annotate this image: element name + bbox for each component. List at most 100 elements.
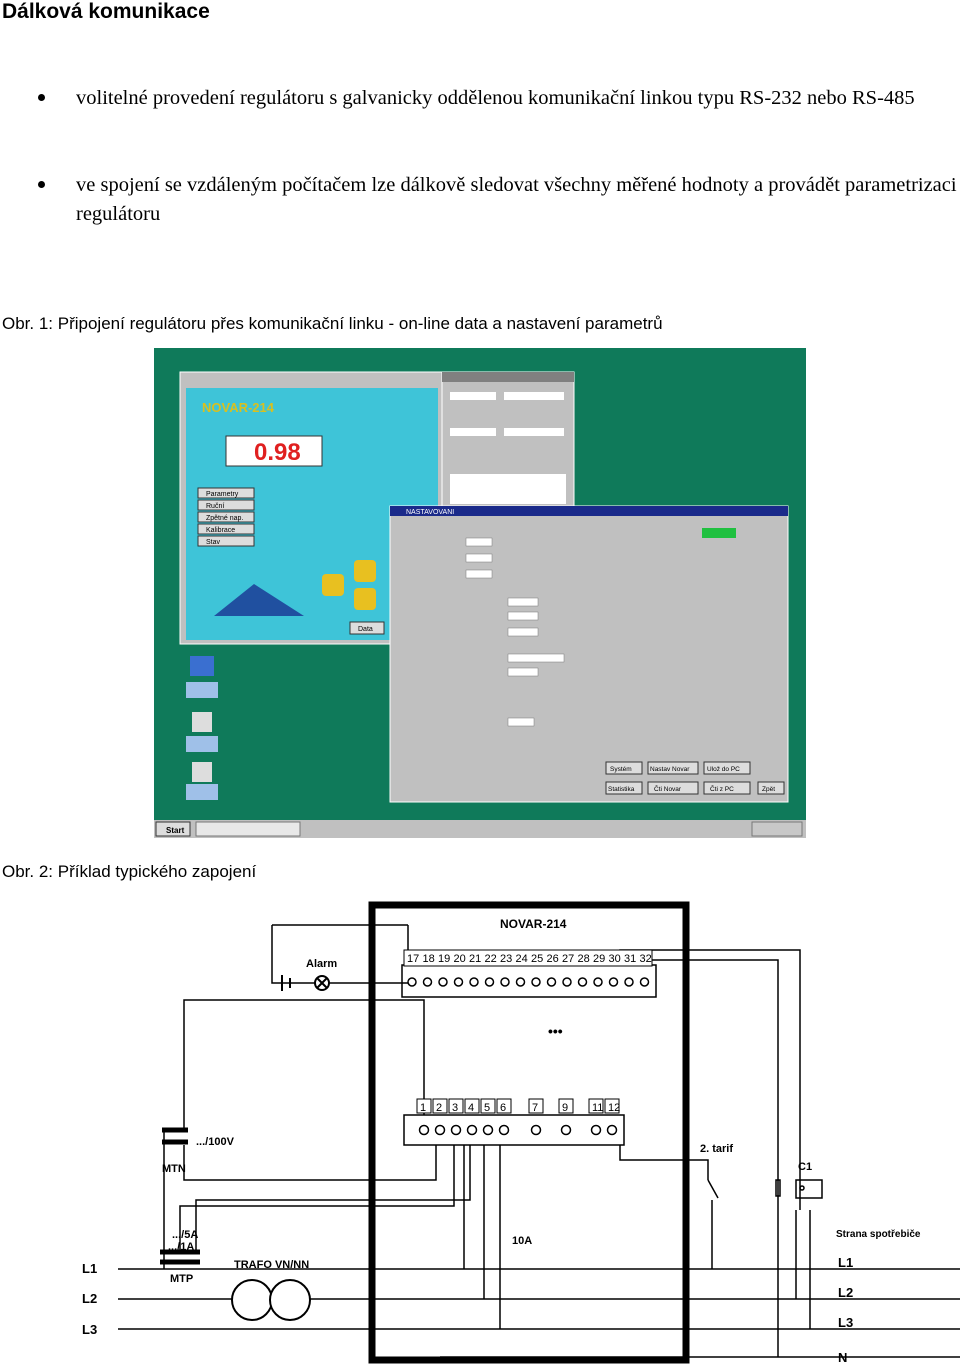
terminal-screw [608, 977, 619, 987]
phase-right-l1: L1 [838, 1255, 853, 1270]
terminal-box [432, 1098, 448, 1114]
settings-button[interactable]: Systém [610, 766, 632, 773]
panel-button[interactable]: Stav [206, 539, 221, 546]
terminal-number: 1 [420, 1102, 426, 1114]
terminal-screw [498, 1124, 510, 1136]
mtn-ratio: .../100V [196, 1136, 235, 1148]
terminal-box [448, 1098, 464, 1114]
settings-button[interactable]: Nastav Novar [650, 766, 690, 773]
panel-brand: NOVAR-214 [202, 400, 275, 415]
terminal-number: 9 [562, 1102, 568, 1114]
terminal-screw [434, 1124, 446, 1136]
software-screenshot: NOVAR-214 0.98 Parametry Ruční Zpětné na… [154, 348, 806, 838]
panel-button[interactable]: Kalibrace [206, 527, 235, 534]
settings-button[interactable]: Ulož do PC [707, 766, 740, 773]
terminal-number: 18 [423, 953, 435, 965]
data-button[interactable]: Data [358, 626, 373, 633]
panel-button[interactable]: Ruční [206, 503, 224, 510]
terminal-box [480, 1098, 496, 1114]
terminal-screw [438, 977, 448, 987]
terminal-screw [500, 977, 510, 987]
settings-window[interactable]: NASTAVOVANI Systém Nastav Novar Ulož do … [389, 505, 789, 803]
settings-button[interactable]: Statistika [608, 786, 635, 793]
bullet-text: volitelné provedení regulátoru s galvani… [76, 87, 915, 109]
terminal-screw [624, 977, 634, 987]
figure-caption-2: Obr. 2: Příklad typického zapojení [2, 862, 257, 881]
terminal-number: 17 [407, 953, 419, 965]
mtp-label: MTP [170, 1273, 193, 1285]
terminal-screw [562, 977, 572, 987]
top-terminal-labels [403, 949, 653, 967]
alarm-label: Alarm [306, 958, 337, 970]
phase-left-l3: L3 [82, 1322, 97, 1337]
bullet-dot [38, 181, 45, 188]
settings-title: NASTAVOVANI [406, 509, 454, 516]
terminal-screw [418, 1124, 430, 1136]
terminal-box [528, 1098, 544, 1114]
terminal-number: 20 [454, 953, 466, 965]
terminal-number: 23 [500, 953, 512, 965]
terminal-screw [407, 977, 417, 987]
terminal-screw [546, 977, 557, 987]
terminal-screw [590, 1124, 602, 1136]
terminal-screw [484, 977, 495, 987]
terminal-screw [593, 977, 603, 987]
settings-button[interactable]: Čti Novar [654, 784, 682, 793]
phase-left-l2: L2 [82, 1291, 97, 1306]
terminal-screw [515, 977, 526, 987]
ellipsis: ••• [548, 1023, 563, 1039]
bullet-dot [38, 94, 45, 101]
figure-caption-1: Obr. 1: Připojení regulátoru přes komuni… [2, 314, 663, 333]
bullet-item: ve spojení se vzdáleným počítačem lze dá… [30, 171, 960, 229]
terminal-box [416, 1098, 432, 1114]
terminal-screw [560, 1124, 572, 1136]
terminal-number: 6 [500, 1102, 506, 1114]
bullet-text: ve spojení se vzdáleným počítačem lze dá… [76, 174, 957, 225]
online-data-window[interactable] [441, 371, 575, 513]
panel-button[interactable]: Zpětné nap. [206, 515, 243, 522]
terminal-box [496, 1098, 512, 1114]
terminal-box [604, 1098, 620, 1114]
terminal-number: 26 [547, 953, 559, 965]
page-heading: Dálková komunikace [2, 0, 210, 23]
terminal-number: 19 [438, 953, 450, 965]
mtp-ratio-1: .../5A [172, 1229, 198, 1241]
terminal-number: 28 [578, 953, 590, 965]
mtn-label: MTN [162, 1163, 186, 1175]
phase-left-l1: L1 [82, 1261, 97, 1276]
phase-right-l3: L3 [838, 1315, 853, 1330]
terminal-screw [530, 1124, 542, 1136]
trafo-label: TRAFO VN/NN [234, 1259, 309, 1271]
terminal-box [464, 1098, 480, 1114]
terminal-number: 5 [484, 1102, 490, 1114]
terminal-number: 22 [485, 953, 497, 965]
terminal-screw [531, 977, 541, 987]
trafo-icon [231, 1279, 311, 1321]
terminal-number: 25 [531, 953, 543, 965]
terminal-number: 31 [624, 953, 636, 965]
panel-button[interactable]: Parametry [206, 491, 239, 498]
terminal-number: 24 [516, 953, 528, 965]
settings-button[interactable]: Čti z PC [710, 784, 734, 793]
terminal-screw [466, 1124, 478, 1136]
terminal-screw [482, 1124, 494, 1136]
terminal-number: 11 [592, 1102, 603, 1114]
start-button[interactable]: Start [166, 826, 185, 835]
settings-button[interactable]: Zpět [762, 786, 775, 793]
taskbar: Start [154, 820, 806, 838]
terminal-screw [469, 977, 479, 987]
terminal-number: 7 [532, 1102, 538, 1114]
terminal-screw [450, 1124, 462, 1136]
phase-right-n: N [838, 1350, 847, 1365]
terminal-number: 21 [469, 953, 481, 965]
device-label: NOVAR-214 [500, 917, 567, 931]
c1-label: C1 [798, 1161, 812, 1173]
phase-right-l2: L2 [838, 1285, 853, 1300]
terminal-screw [639, 977, 650, 987]
mtp-ratio-2: .../1A [168, 1241, 194, 1253]
desktop-icons [186, 656, 218, 800]
terminal-number: 4 [468, 1102, 474, 1114]
terminal-number: 32 [640, 953, 652, 965]
